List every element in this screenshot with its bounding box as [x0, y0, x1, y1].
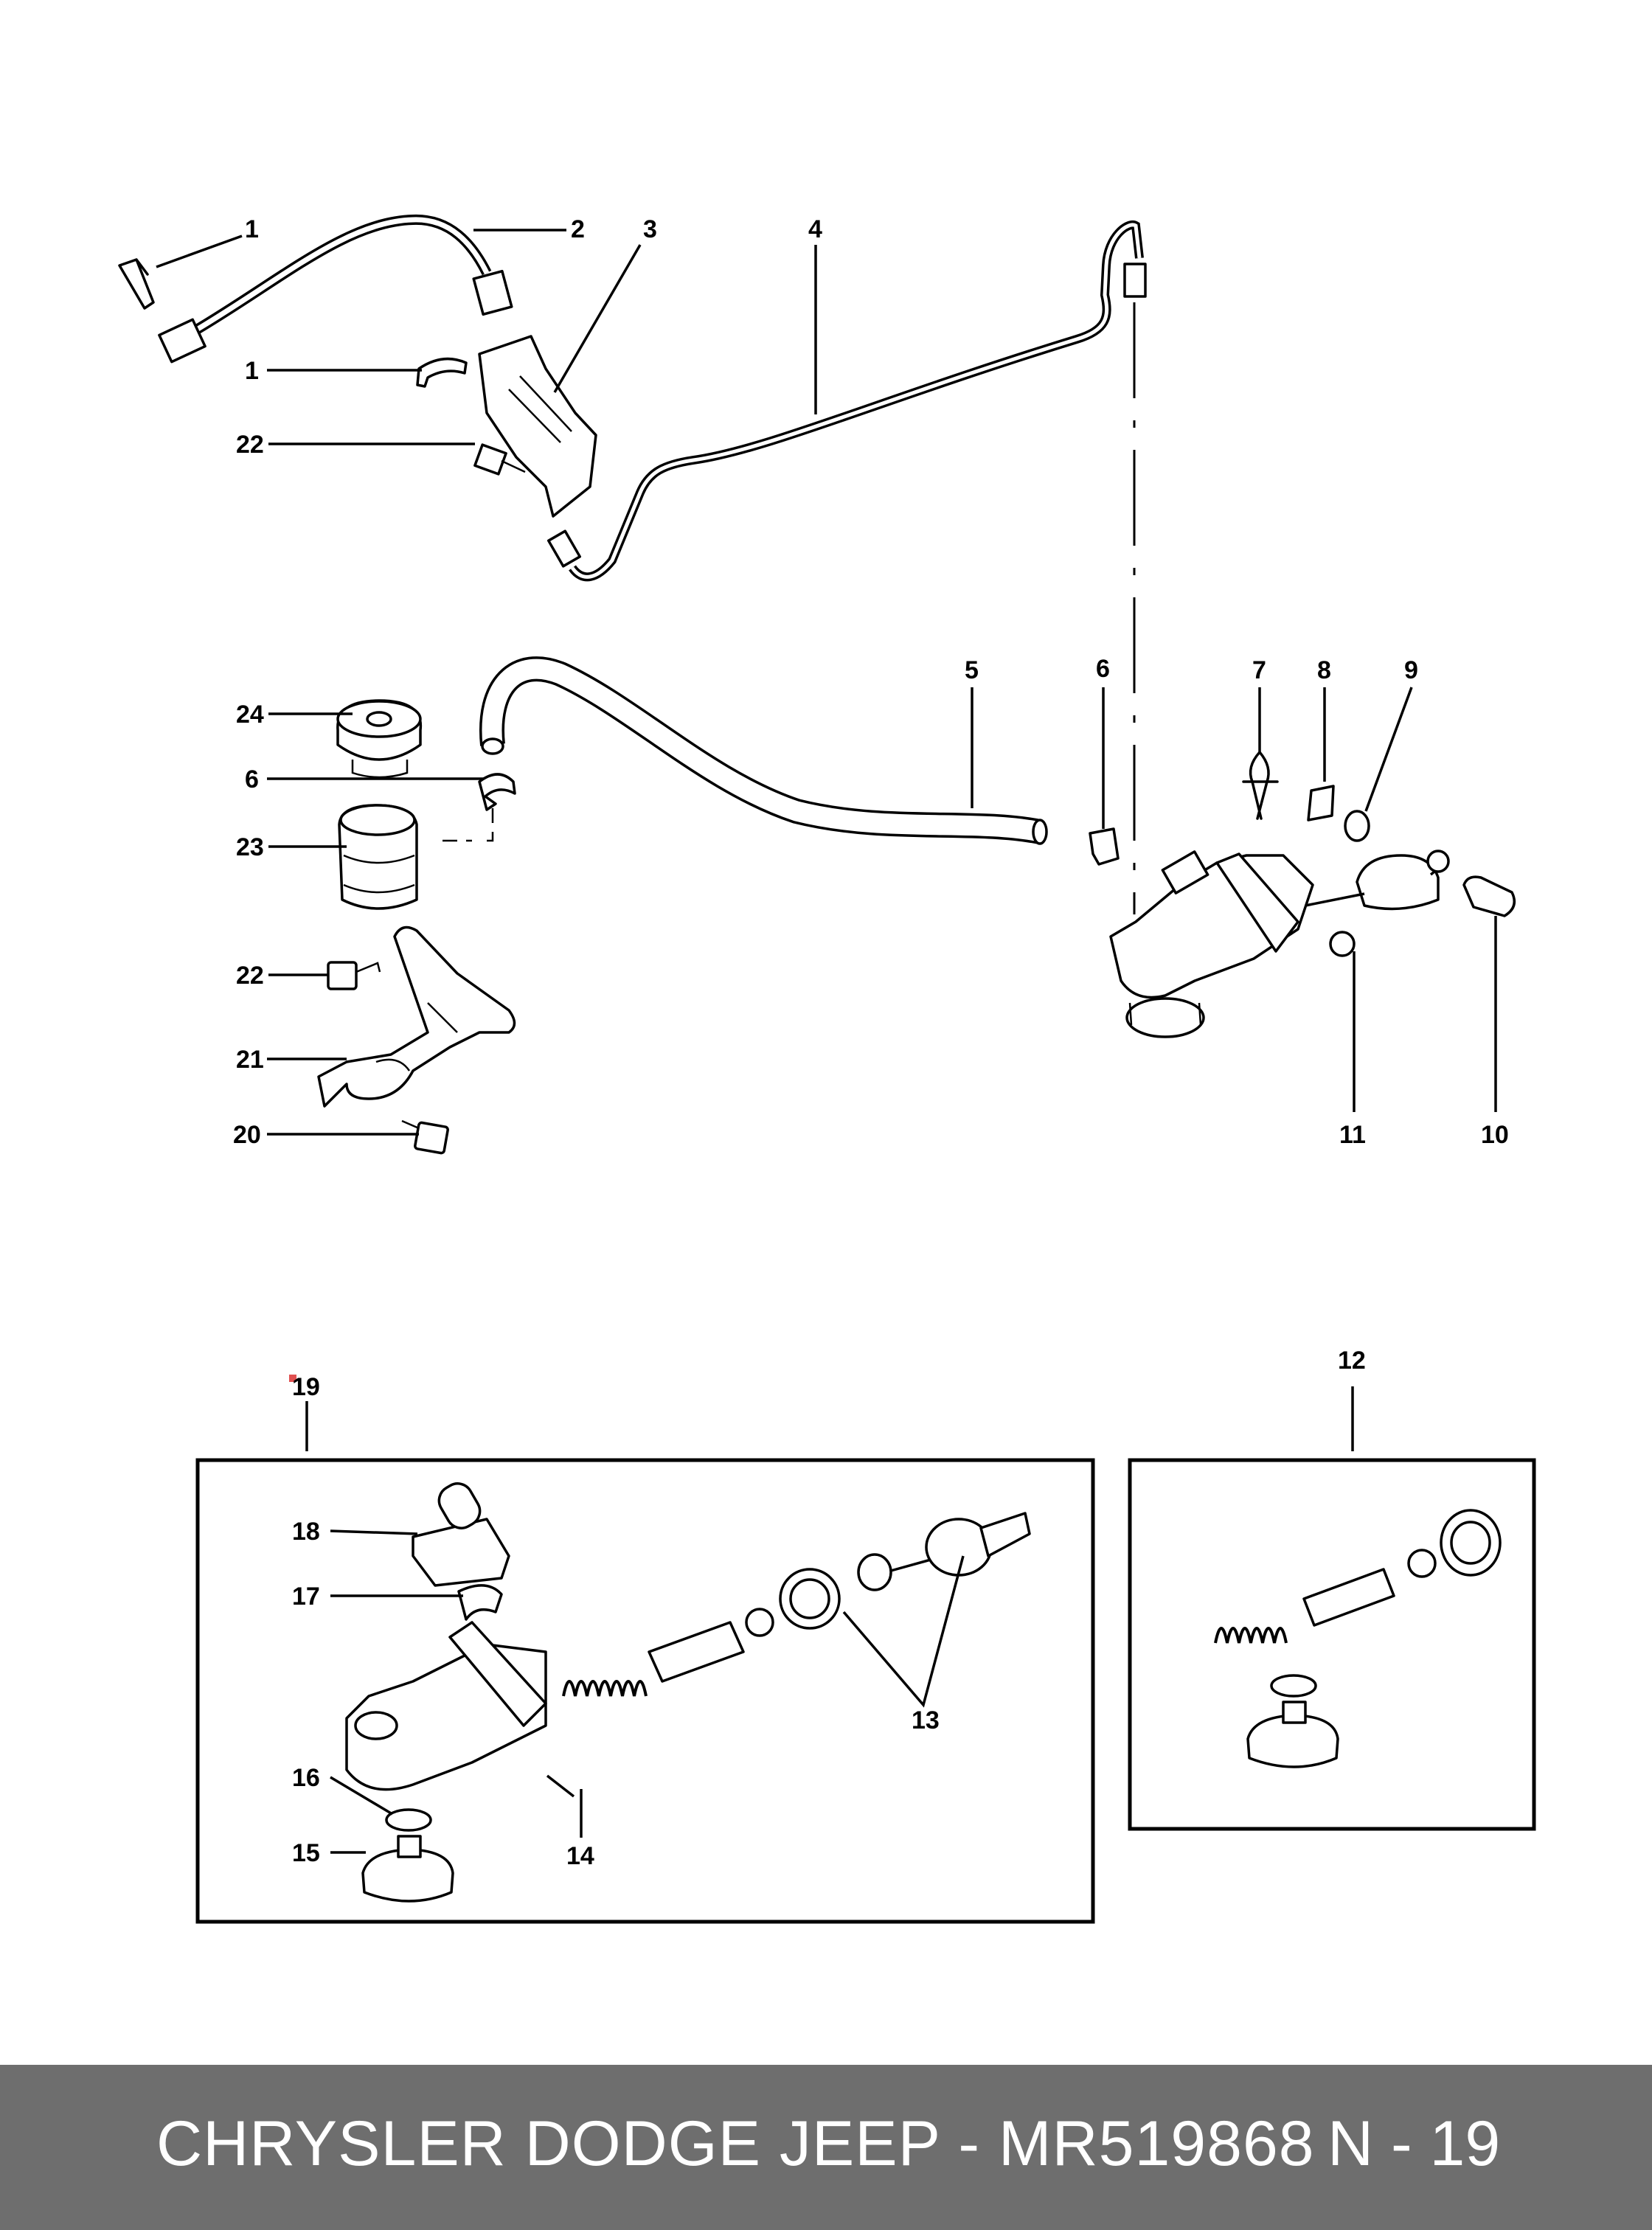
- pin-part-14: [546, 1774, 575, 1798]
- clip-part-8: [1307, 785, 1335, 822]
- callout-4: 4: [808, 215, 822, 243]
- footer-bar: CHRYSLER DODGE JEEP - MR519868 N - 19: [0, 2065, 1652, 2230]
- callout-22-upper: 22: [236, 431, 264, 459]
- cap-part-15: [361, 1848, 454, 1903]
- gasket-part-16: [385, 1808, 432, 1832]
- callout-17: 17: [292, 1583, 320, 1611]
- cap-kit12: [1246, 1714, 1339, 1768]
- return-spring: [562, 1680, 648, 1697]
- reservoir-tank-part-23: [338, 804, 494, 910]
- callout-3: 3: [643, 215, 657, 243]
- hose-bracket-part-3: [478, 335, 597, 518]
- cylinder-flange: [1215, 852, 1299, 953]
- clip-part-17: [457, 1584, 503, 1621]
- callout-22-lower: 22: [236, 962, 264, 990]
- callout-21: 21: [236, 1046, 264, 1074]
- clutch-master-cylinder-exploded-diagram: 1 2 3 4 1 22 5 6 7 8 9 24 6 23 22 21 20 …: [118, 214, 1536, 1924]
- clutch-master-cylinder-assembly: [1089, 751, 1516, 1038]
- pipe-flare-nut-bottom: [546, 529, 582, 568]
- red-marker: [289, 1375, 296, 1382]
- callout-5: 5: [965, 656, 979, 684]
- reservoir-bracket-part-21: [317, 925, 516, 1108]
- callout-16: 16: [292, 1764, 320, 1792]
- callout-1: 1: [245, 215, 259, 243]
- piston-kit12: [1302, 1568, 1395, 1627]
- hose-end-fitting-right: [472, 269, 513, 316]
- callout-7: 7: [1252, 656, 1266, 684]
- callout-10: 10: [1481, 1121, 1509, 1149]
- bolt-part-20: [401, 1119, 449, 1155]
- repair-kit-box-12: [1128, 1386, 1536, 1831]
- hose-clip-part-1: [118, 258, 155, 310]
- leader-lines-lower-left: [330, 1529, 965, 1854]
- repair-kit-box-19: [195, 1401, 1095, 1924]
- clutch-pipe-part-4: [569, 220, 1144, 582]
- hose-clamp-part-6b: [478, 773, 516, 811]
- callout-12: 12: [1338, 1347, 1366, 1375]
- callout-15: 15: [292, 1839, 320, 1867]
- callout-6-upper: 6: [1096, 655, 1110, 683]
- callout-19: 19: [292, 1373, 320, 1401]
- callout-13: 13: [912, 1706, 940, 1734]
- callout-11: 11: [1339, 1121, 1366, 1149]
- piston: [648, 1621, 745, 1683]
- callout-8: 8: [1317, 656, 1331, 684]
- pipe-flare-nut-top: [1123, 263, 1147, 298]
- inlet-nipple-part-18: [412, 1518, 510, 1587]
- hose-clamp-part-6a: [1089, 827, 1120, 866]
- leader-lines-upper: [156, 229, 1497, 1136]
- callout-1-second: 1: [245, 357, 259, 385]
- washer-part-11: [1329, 931, 1356, 957]
- hose-clip-part-1b: [416, 357, 468, 388]
- cylinder-flange-kit: [448, 1621, 547, 1727]
- callout-20: 20: [233, 1121, 261, 1149]
- callout-23: 23: [236, 833, 264, 861]
- hose-end-fitting-left: [158, 318, 206, 364]
- reservoir-assembly: [317, 656, 1048, 1155]
- callout-24: 24: [236, 701, 264, 729]
- callout-14: 14: [566, 1842, 594, 1870]
- part-number-title: CHRYSLER DODGE JEEP - MR519868: [156, 2108, 1315, 2179]
- reservoir-cap-part-24: [336, 699, 423, 779]
- page-reference: N - 19: [1328, 2108, 1501, 2179]
- cylinder-inlet-nipple: [1161, 850, 1210, 895]
- callout-9: 9: [1404, 656, 1418, 684]
- bolt-part-22b: [327, 961, 381, 990]
- bolt-part-22a: [473, 443, 526, 476]
- cylinder-cap-nut: [1125, 997, 1205, 1038]
- callout-2: 2: [571, 215, 585, 243]
- split-pin-part-7: [1242, 751, 1279, 820]
- callout-6-lower: 6: [245, 765, 259, 793]
- gasket-kit12: [1270, 1674, 1317, 1698]
- clevis-pin-part-10: [1462, 875, 1516, 917]
- callout-18: 18: [292, 1518, 320, 1546]
- cylinder-boot: [1356, 854, 1440, 911]
- return-spring-kit12: [1214, 1627, 1288, 1644]
- o-ring-part-9: [1344, 810, 1370, 842]
- callout-numbers: 1 2 3 4 1 22 5 6 7 8 9 24 6 23 22 21 20 …: [233, 215, 1509, 1870]
- clutch-hose-assembly: [118, 214, 1147, 914]
